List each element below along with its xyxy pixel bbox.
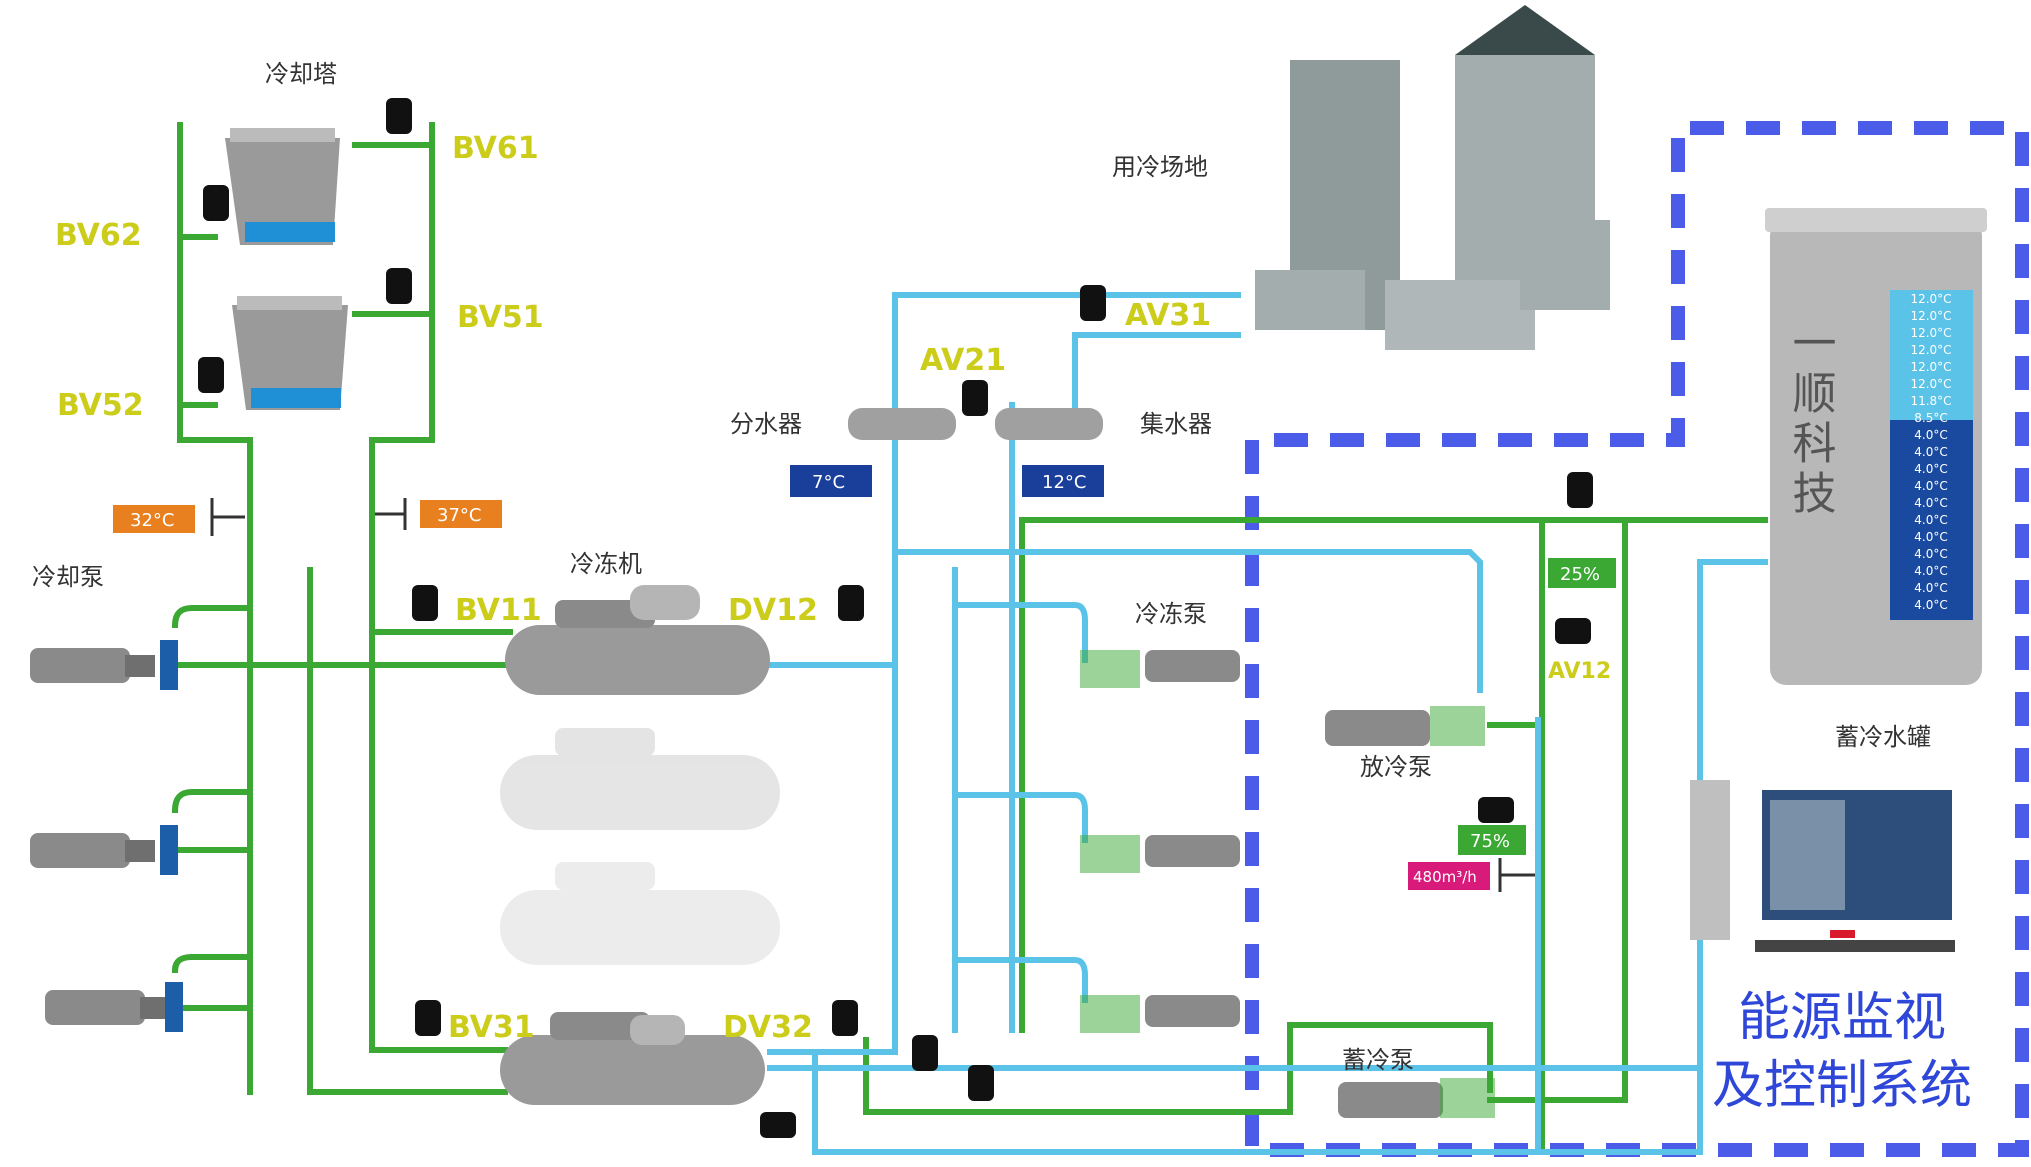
chilled-water-pipes bbox=[767, 292, 1768, 1155]
valve-opening-75-box: 75% bbox=[1458, 825, 1526, 855]
tank-temp-8: 8.5°C bbox=[1914, 411, 1947, 425]
tank-temp-7: 11.8°C bbox=[1910, 394, 1951, 408]
chilled-pump-2[interactable] bbox=[1080, 835, 1240, 873]
valve-label-bv52: BV52 bbox=[57, 388, 144, 423]
valve-opening-25-box: 25% bbox=[1548, 558, 1616, 588]
cooling-pump-3[interactable] bbox=[45, 982, 183, 1032]
label-cooling-tower: 冷却塔 bbox=[265, 60, 337, 88]
label-collector: 集水器 bbox=[1140, 410, 1212, 438]
storage-pump[interactable] bbox=[1338, 1078, 1495, 1118]
svg-text:7°C: 7°C bbox=[812, 472, 845, 493]
label-cooling-pump: 冷却泵 bbox=[32, 563, 104, 591]
label-discharge-pump: 放冷泵 bbox=[1360, 753, 1432, 781]
valve-label-bv31: BV31 bbox=[448, 1010, 535, 1045]
tank-temp-17: 4.0°C bbox=[1914, 564, 1947, 578]
label-chiller: 冷冻机 bbox=[570, 550, 642, 578]
supply-temp-box: 7°C bbox=[790, 465, 872, 497]
tank-temp-10: 4.0°C bbox=[1914, 445, 1947, 459]
tank-temp-11: 4.0°C bbox=[1914, 462, 1947, 476]
label-chilled-pump: 冷冻泵 bbox=[1135, 600, 1207, 628]
tank-temperature-list: 12.0°C 12.0°C 12.0°C 12.0°C 12.0°C 12.0°C 11.8… bbox=[1910, 292, 1951, 612]
tank-temp-3: 12.0°C bbox=[1910, 326, 1951, 340]
chiller-2 bbox=[500, 728, 780, 830]
valve-label-av12: AV12 bbox=[1548, 659, 1611, 684]
distributor-header bbox=[848, 408, 956, 440]
system-title-line-1: 能源监视 bbox=[1738, 988, 1946, 1048]
label-distributor: 分水器 bbox=[730, 410, 802, 438]
tank-temp-6: 12.0°C bbox=[1910, 377, 1951, 391]
chilled-pump-1[interactable] bbox=[1080, 650, 1240, 688]
collector-header bbox=[995, 408, 1103, 440]
valve-actuators[interactable] bbox=[198, 98, 1593, 1138]
computer-image bbox=[1690, 780, 1955, 952]
valve-label-bv11: BV11 bbox=[455, 593, 542, 628]
label-storage-tank: 蓄冷水罐 bbox=[1835, 723, 1931, 751]
tank-logo: 一顺科技 bbox=[1785, 320, 1836, 520]
valve-label-bv51: BV51 bbox=[457, 300, 544, 335]
svg-text:75%: 75% bbox=[1470, 831, 1510, 852]
cooling-tower-1 bbox=[225, 128, 340, 245]
svg-text:37°C: 37°C bbox=[437, 505, 481, 526]
svg-text:12°C: 12°C bbox=[1042, 472, 1086, 493]
return-temp-box: 12°C bbox=[1022, 465, 1104, 497]
cooling-return-temp-box: 37°C bbox=[375, 498, 502, 530]
storage-tank: 一顺科技 bbox=[1765, 208, 1987, 685]
valve-label-bv61: BV61 bbox=[452, 131, 539, 166]
label-user-site: 用冷场地 bbox=[1112, 153, 1208, 181]
tank-temp-9: 4.0°C bbox=[1914, 428, 1947, 442]
svg-text:25%: 25% bbox=[1560, 564, 1600, 585]
valve-label-av31: AV31 bbox=[1125, 298, 1211, 333]
chiller-1[interactable] bbox=[505, 585, 770, 695]
valve-label-dv12: DV12 bbox=[728, 593, 818, 628]
tank-temp-5: 12.0°C bbox=[1910, 360, 1951, 374]
svg-text:32°C: 32°C bbox=[130, 510, 174, 531]
tank-temp-13: 4.0°C bbox=[1914, 496, 1947, 510]
tank-temp-14: 4.0°C bbox=[1914, 513, 1947, 527]
tank-temp-4: 12.0°C bbox=[1910, 343, 1951, 357]
tank-temp-15: 4.0°C bbox=[1914, 530, 1947, 544]
tank-temp-1: 12.0°C bbox=[1910, 292, 1951, 306]
tank-temp-19: 4.0°C bbox=[1914, 598, 1947, 612]
cooling-supply-temp-box: 32°C bbox=[113, 498, 245, 536]
system-title-line-2: 及控制系统 bbox=[1712, 1056, 1972, 1116]
valve-label-av21: AV21 bbox=[920, 343, 1006, 378]
tank-temp-12: 4.0°C bbox=[1914, 479, 1947, 493]
chiller-3 bbox=[500, 862, 780, 965]
discharge-pump[interactable] bbox=[1325, 706, 1485, 746]
cooling-pump-2[interactable] bbox=[30, 825, 178, 875]
monitoring-boundary bbox=[1245, 121, 2029, 1157]
valve-label-bv62: BV62 bbox=[55, 218, 142, 253]
building-image bbox=[1255, 5, 1610, 350]
chiller-4[interactable] bbox=[500, 1012, 765, 1105]
tank-temp-2: 12.0°C bbox=[1910, 309, 1951, 323]
flow-rate-box: 480m³/h bbox=[1408, 858, 1535, 892]
tank-temp-18: 4.0°C bbox=[1914, 581, 1947, 595]
cooling-tower-2 bbox=[232, 296, 348, 410]
label-storage-pump: 蓄冷泵 bbox=[1342, 1046, 1414, 1074]
valve-label-dv32: DV32 bbox=[723, 1010, 813, 1045]
svg-text:480m³/h: 480m³/h bbox=[1413, 868, 1477, 886]
cooling-pump-1[interactable] bbox=[30, 640, 178, 690]
chilled-pump-3[interactable] bbox=[1080, 995, 1240, 1033]
tank-temp-16: 4.0°C bbox=[1914, 547, 1947, 561]
